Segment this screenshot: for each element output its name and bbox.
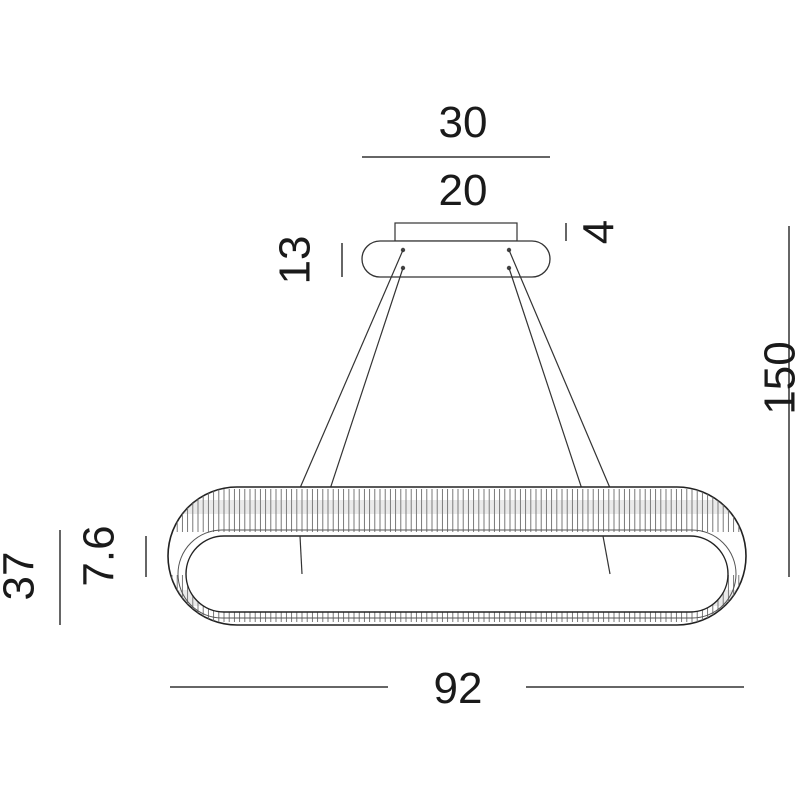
label-ring-width: 37 xyxy=(0,552,44,601)
label-canopy-height: 13 xyxy=(271,236,320,285)
label-mount-height: 4 xyxy=(575,220,624,244)
cable-lower-right xyxy=(602,535,611,575)
dimension-labels: 30 20 13 4 150 37 7.6 92 xyxy=(0,98,804,713)
ring-inner-opening xyxy=(185,535,729,613)
ring-inner-band-edge xyxy=(177,529,737,619)
mounting-plate xyxy=(394,222,518,242)
label-ring-length: 92 xyxy=(434,664,483,713)
label-canopy-inner: 20 xyxy=(439,166,488,215)
ceiling-canopy xyxy=(361,222,551,278)
facet-shading xyxy=(168,500,746,514)
cable xyxy=(508,249,611,489)
dimension-lines xyxy=(59,156,790,688)
canopy-body xyxy=(361,240,551,278)
label-ring-height: 7.6 xyxy=(75,525,124,586)
cable xyxy=(299,249,404,489)
label-canopy-outer: 30 xyxy=(439,98,488,147)
cable-lower-left xyxy=(299,535,303,575)
label-overall-height: 150 xyxy=(756,341,804,414)
crystal-ring xyxy=(167,486,747,626)
